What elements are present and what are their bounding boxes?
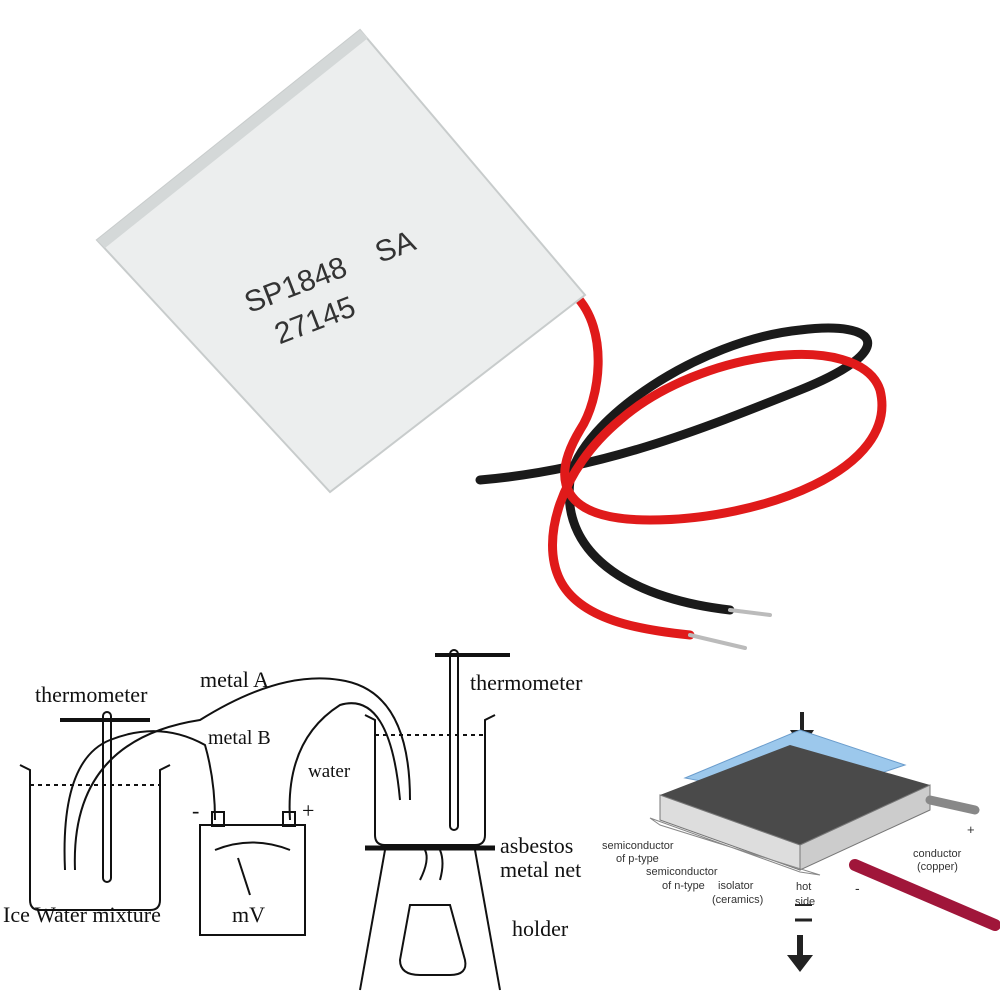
label-water: water: [308, 761, 351, 782]
label-isolator-2: (ceramics): [712, 894, 763, 906]
label-minus: -: [192, 798, 199, 823]
label-mv: mV: [232, 902, 265, 927]
label-n-type-2: of n-type: [662, 880, 705, 892]
label-metal-a: metal A: [200, 667, 269, 692]
seebeck-diagram: [19, 649, 510, 991]
label-p-type-2: of p-type: [616, 853, 659, 865]
label-ice-water: Ice Water mixture: [3, 902, 161, 927]
right-thermometer: [449, 649, 459, 831]
label-holder: holder: [512, 916, 569, 941]
left-beaker: [19, 764, 171, 911]
metal-a-wire: [73, 677, 411, 871]
red-wire: [849, 859, 1000, 931]
label-isolator-1: isolator: [718, 880, 754, 892]
label-n-type-1: semiconductor: [646, 866, 718, 878]
label-thermometer-left: thermometer: [35, 682, 148, 707]
label-asbestos: asbestos: [500, 833, 573, 858]
peltier-labels: semiconductor of p-type semiconductor of…: [602, 822, 975, 908]
label-plus: +: [967, 822, 975, 837]
label-conductor-2: (copper): [917, 861, 958, 873]
peltier-diagram: [649, 712, 1000, 972]
label-side: side: [795, 896, 815, 908]
label-conductor-1: conductor: [913, 848, 962, 860]
label-thermometer-right: thermometer: [470, 670, 583, 695]
metal-b-wire: [63, 730, 216, 871]
arrow-down-icon: [787, 935, 813, 972]
peltier-module-photo: SP1848 SA 27145: [95, 28, 887, 650]
label-metal-net: metal net: [500, 857, 581, 882]
wires: [475, 290, 887, 650]
label-hot: hot: [796, 881, 811, 893]
left-thermometer: [102, 711, 112, 883]
millivolt-meter: [199, 824, 306, 936]
right-beaker: [364, 714, 496, 846]
label-p-type-1: semiconductor: [602, 840, 674, 852]
burner: [398, 904, 467, 976]
label-minus: -: [855, 880, 860, 896]
seebeck-labels: thermometer metal A metal B thermometer …: [3, 667, 583, 941]
label-plus: +: [302, 798, 314, 823]
label-metal-b: metal B: [208, 727, 271, 749]
